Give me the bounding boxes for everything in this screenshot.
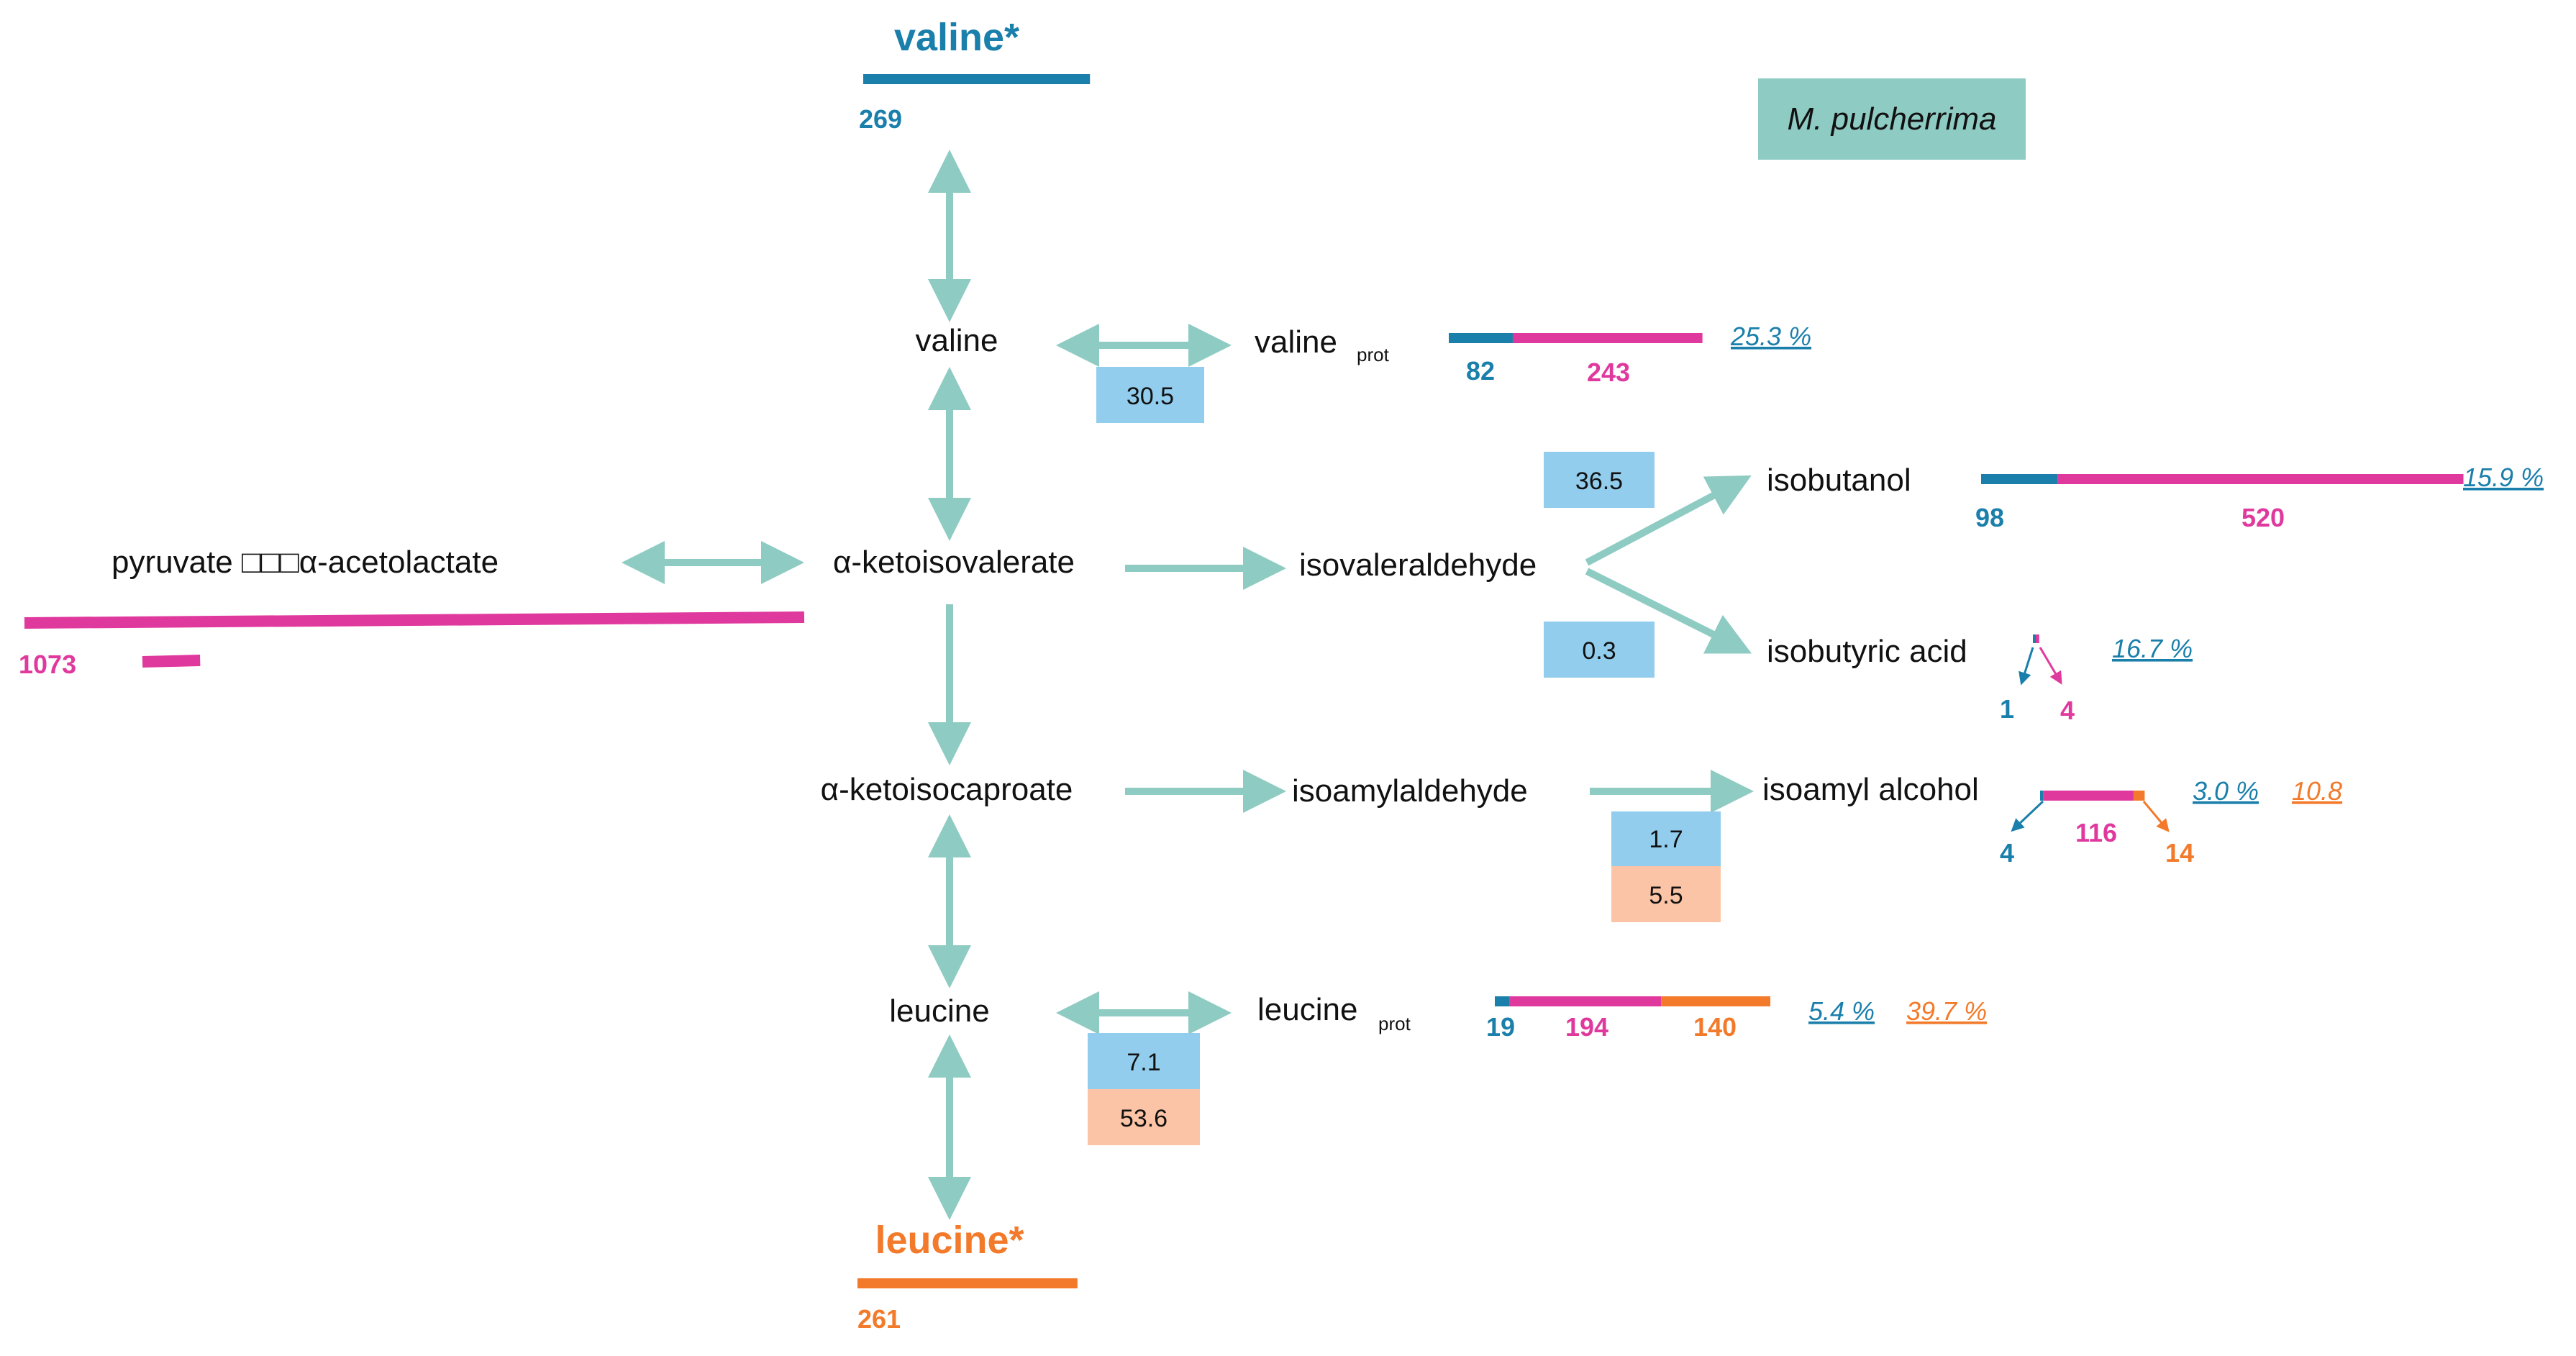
node-isobutanol: isobutanol [1767,463,1911,498]
value-valine-prot-magenta: 243 [1587,358,1630,387]
value-isobutanol-magenta: 520 [2242,503,2285,532]
value-leucine-star: 261 [857,1304,901,1334]
percent-valine-prot: 25.3 % [1730,322,1811,351]
node-leucine: leucine [889,993,989,1029]
value-leucine-prot-orange: 140 [1693,1012,1737,1042]
percent-isobutyric: 16.7 % [2112,634,2193,663]
node-ketoisovalerate: α-ketoisovalerate [833,545,1075,580]
node-leucine-prot-sub: prot [1378,1013,1411,1034]
bar-pyruvate-continued [142,655,201,668]
flux-box-valine-prot [1096,367,1204,423]
flux-isobutanol: 36.5 [1575,468,1623,495]
value-valine-star: 269 [859,104,902,134]
flux-valine-prot: 30.5 [1127,383,1174,410]
flux-box-isobutyric [1544,622,1655,678]
node-isoamyl-alcohol: isoamyl alcohol [1762,772,1979,807]
node-leucine-star: leucine* [875,1219,1024,1262]
value-isobutanol-blue: 98 [1975,503,2004,532]
node-leucine-prot: leucine [1257,992,1357,1027]
percent-isobutanol: 15.9 % [2463,463,2544,492]
flux-isoamyl-blue: 1.7 [1649,826,1683,853]
organism-label: M. pulcherrima [1788,101,1997,137]
flux-isoamyl-orange: 5.5 [1649,882,1683,909]
node-pyruvate-acetolactate: pyruvate □□□α-acetolactate [111,545,499,580]
value-isoamyl-magenta: 116 [2075,818,2117,847]
percent-leucine-prot-blue: 5.4 % [1808,996,1875,1026]
value-leucine-prot-blue: 19 [1486,1012,1515,1042]
percent-isoamyl-blue: 3.0 % [2193,776,2259,806]
flux-leucine-prot-orange: 53.6 [1120,1105,1168,1132]
node-ketoisocaproate: α-ketoisocaproate [821,772,1073,807]
value-isobutyric-magenta: 4 [2060,696,2075,725]
value-pyruvate: 1073 [19,650,76,679]
percent-leucine-prot-orange: 39.7 % [1906,996,1987,1026]
value-isoamyl-blue: 4 [2000,838,2014,868]
bar-pyruvate [24,611,805,629]
node-valine-prot: valine [1255,324,1337,360]
value-valine-prot-blue: 82 [1466,356,1495,386]
node-valine-prot-sub: prot [1357,344,1390,365]
pointer-isobutyric-blue [2019,647,2034,686]
node-isovaleraldehyde: isovaleraldehyde [1299,547,1537,583]
percent-isoamyl-orange: 10.8 [2292,776,2342,806]
pointer-isoamyl-orange [2142,801,2170,832]
flux-box-isobutanol [1544,452,1655,508]
flux-box-isoamyl-blue [1611,811,1721,866]
node-valine: valine [916,323,998,358]
flux-box-leucine-prot-blue [1088,1033,1200,1089]
flux-isobutyric: 0.3 [1582,637,1616,665]
value-isobutyric-blue: 1 [2000,694,2014,724]
pointer-isobutyric-magenta [2039,647,2062,685]
flux-box-leucine-prot-orange [1088,1089,1200,1145]
organism-box [1758,78,2026,160]
node-isoamylaldehyde: isoamylaldehyde [1292,773,1528,809]
value-isoamyl-orange: 14 [2165,838,2194,868]
node-valine-star: valine* [894,16,1019,59]
pointer-isoamyl-blue [2011,800,2044,832]
arrow-isovaleraldehyde-isobutanol [1585,475,1752,566]
arrow-isovaleraldehyde-isobutyric [1585,568,1752,654]
flux-leucine-prot-blue: 7.1 [1127,1049,1160,1076]
value-leucine-prot-magenta: 194 [1565,1012,1608,1042]
flux-box-isoamyl-orange [1611,866,1721,922]
node-isobutyric-acid: isobutyric acid [1767,634,1967,669]
